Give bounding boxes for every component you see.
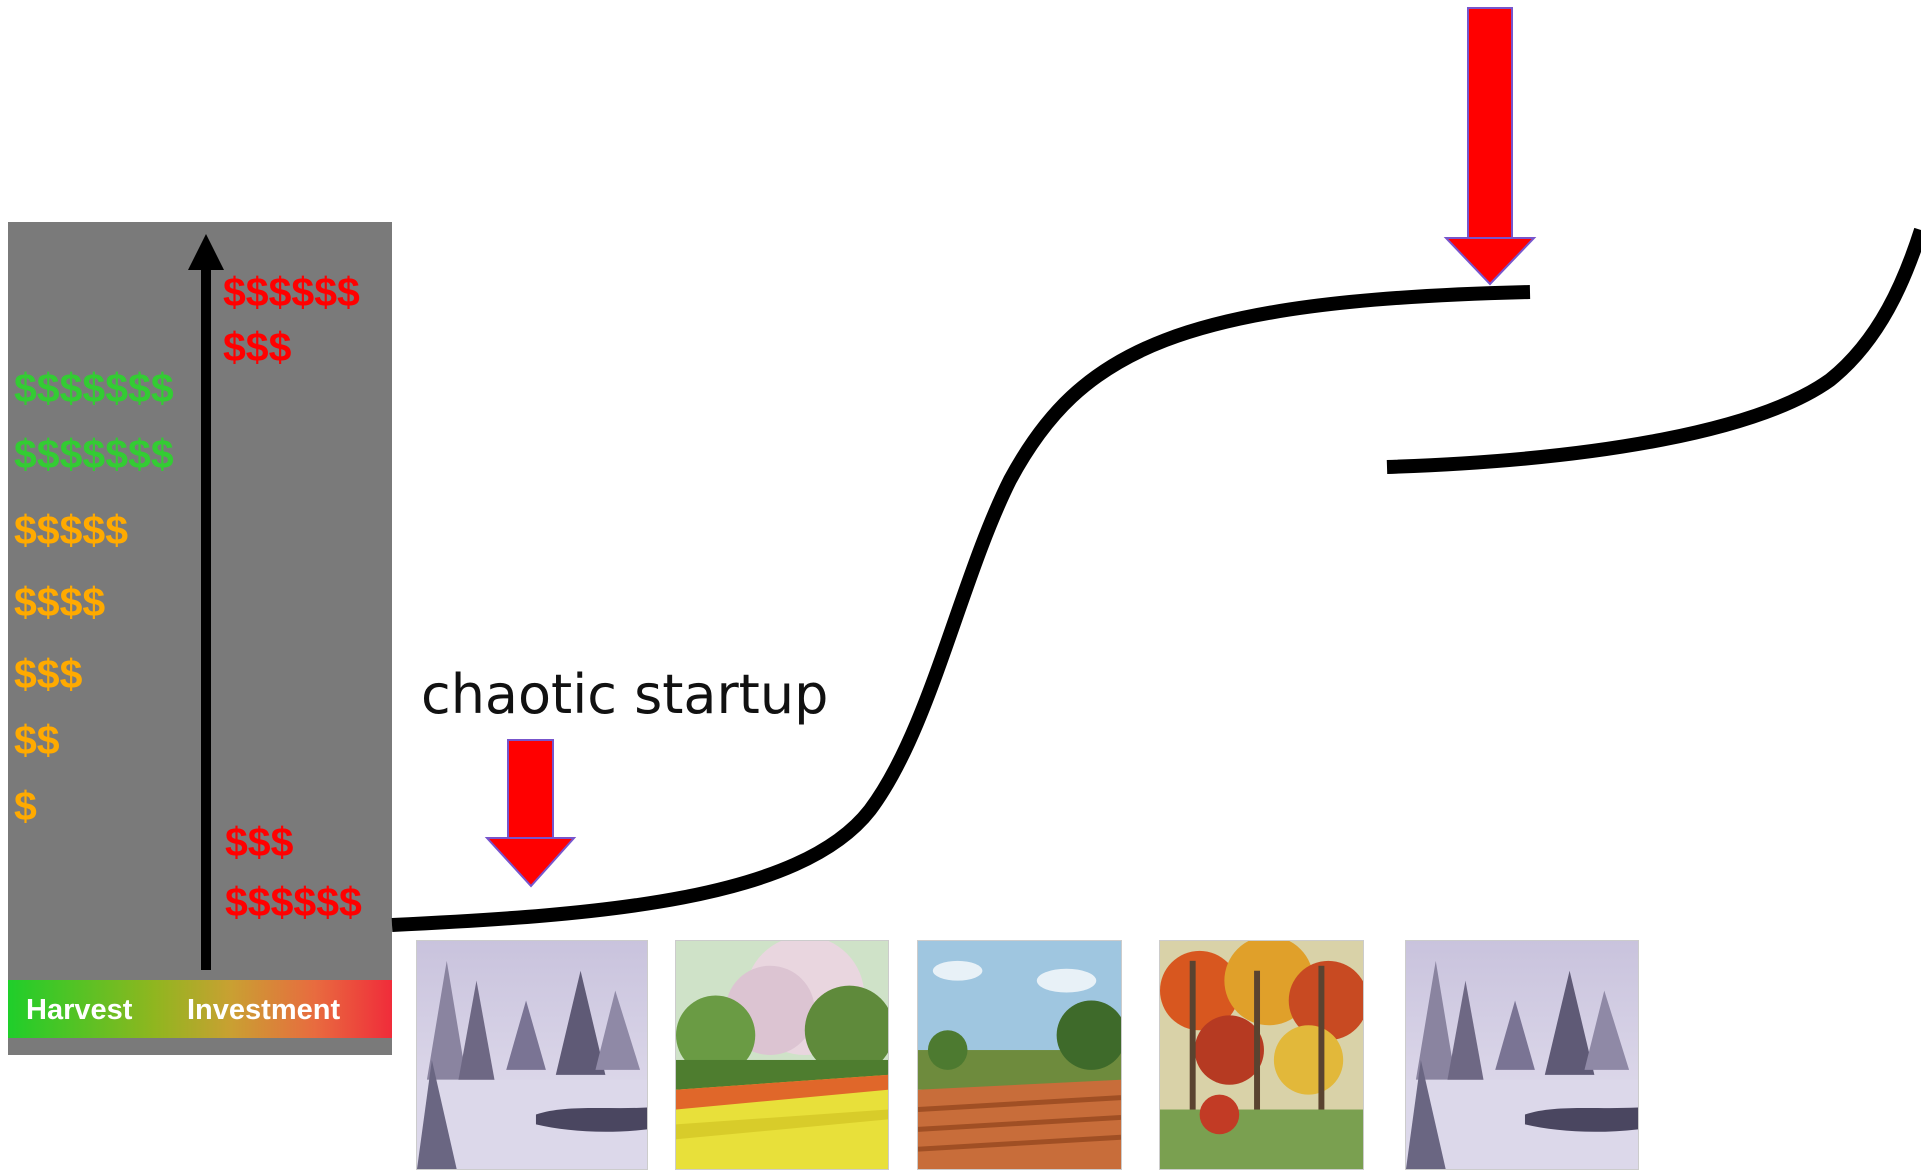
vertical-arrow [188, 234, 224, 970]
harvest-level-4: $$$$ [14, 579, 106, 625]
harvest-investment-bar: Harvest Investment [8, 980, 392, 1038]
s-curve-2 [1386, 227, 1921, 474]
s-curve-1 [391, 285, 1531, 932]
down-arrow-startup [484, 739, 577, 888]
investment-bottom-2: $$$$$$ [225, 879, 362, 925]
harvest-level-6: $$$$$$$ [14, 431, 174, 477]
harvest-level-5: $$$$$ [14, 507, 129, 553]
season-spring-image [675, 940, 889, 1170]
investment-top-1: $$$$$$ [223, 269, 360, 315]
season-summer-image [917, 940, 1122, 1170]
down-arrow-top [1443, 7, 1537, 286]
chaotic-startup-label: chaotic startup [421, 663, 829, 726]
harvest-level-2: $$ [14, 717, 60, 763]
season-winter-image-2 [1405, 940, 1639, 1170]
harvest-label: Harvest [26, 994, 133, 1026]
investment-bottom-1: $$$ [225, 819, 294, 865]
harvest-level-7: $$$$$$$ [14, 365, 174, 411]
investment-label: Investment [187, 994, 341, 1026]
season-autumn-image [1159, 940, 1364, 1170]
season-winter-image-1 [416, 940, 648, 1170]
harvest-level-3: $$$ [14, 651, 83, 697]
investment-top-2: $$$ [223, 324, 292, 370]
harvest-level-1: $ [14, 783, 37, 829]
harvest-investment-panel: $$$$$$$ $$$$$$$ $$$$$ $$$$ $$$ $$ $ $$$$… [8, 222, 392, 1055]
